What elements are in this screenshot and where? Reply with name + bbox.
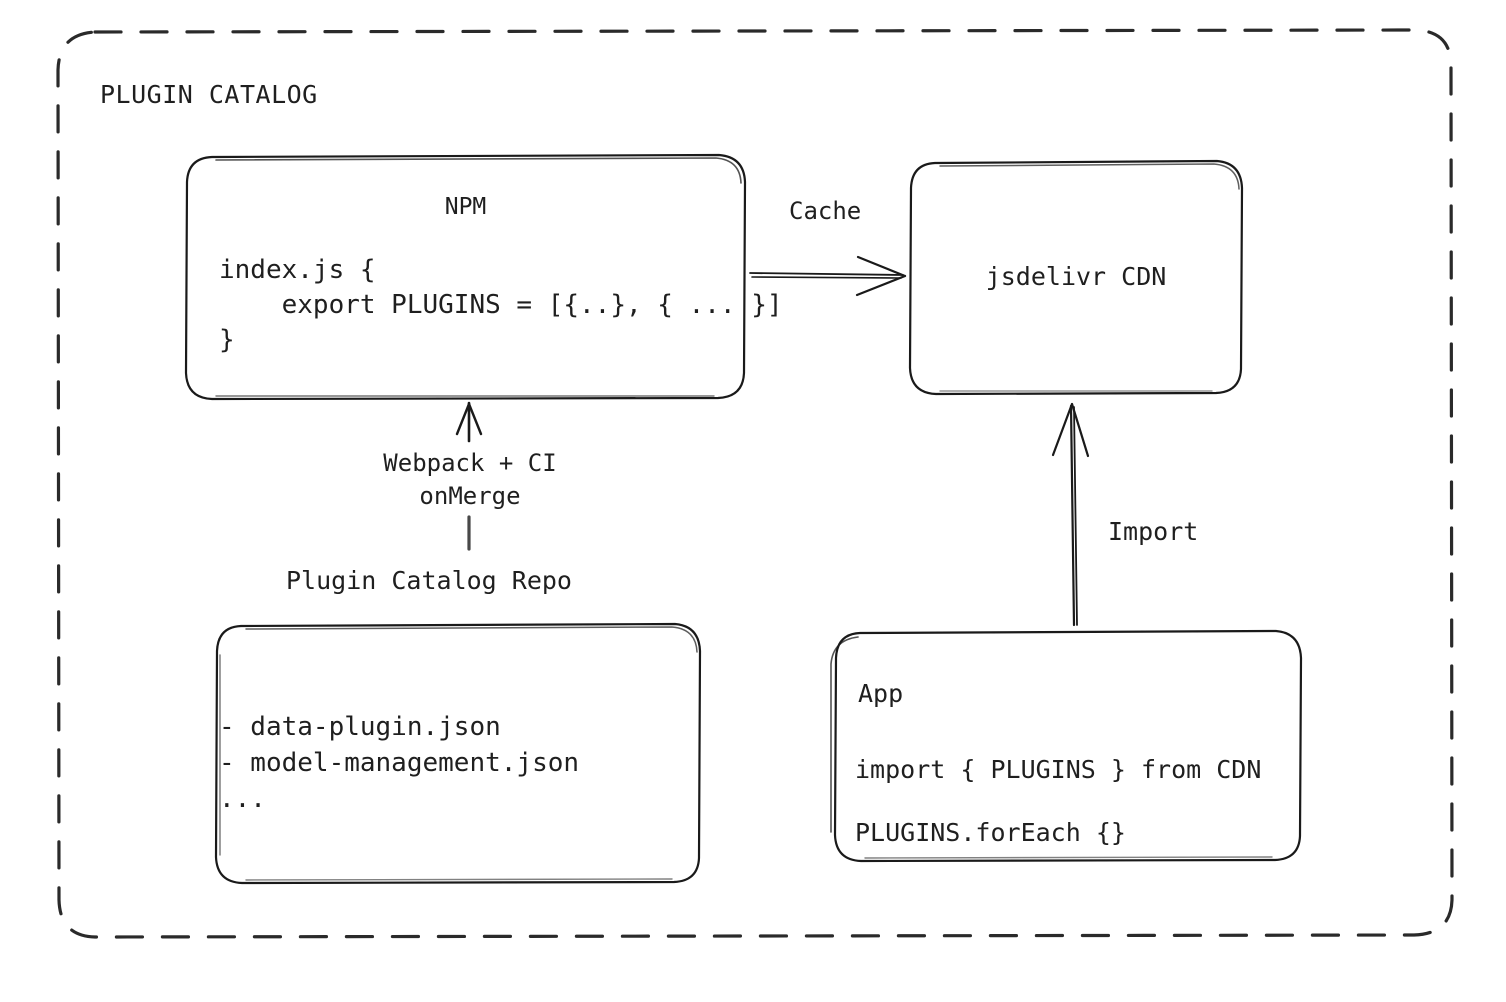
repo-file-line-2: - model-management.json (219, 748, 580, 778)
npm-node-title: NPM (444, 194, 487, 220)
cache-edge-label: Cache (789, 197, 862, 225)
webpack-edge-label: Webpack + CI onMerge (330, 447, 610, 513)
npm-code-line-2: export PLUGINS = [{..}, { ... }] (219, 290, 783, 320)
app-code-line-2: PLUGINS.forEach {} (855, 818, 1126, 847)
cdn-node-title: jsdelivr CDN (985, 262, 1167, 291)
repo-file-line-1: - data-plugin.json (219, 712, 501, 742)
npm-code-line-1: index.js { (219, 255, 376, 285)
catalog-container-title: PLUGIN CATALOG (100, 80, 318, 109)
webpack-edge-label-line-1: Webpack + CI (383, 449, 557, 477)
npm-code-line-3: } (219, 325, 235, 355)
repo-file-line-3: ... (219, 784, 266, 814)
repo-node-label: Plugin Catalog Repo (286, 566, 572, 595)
app-code-block: import { PLUGINS } from CDN PLUGINS.forEa… (855, 738, 1261, 864)
import-arrow (1051, 402, 1090, 627)
webpack-edge-label-line-2: onMerge (419, 482, 521, 510)
repo-file-list: - data-plugin.json - model-management.jso… (219, 709, 579, 817)
npm-code-block: index.js { export PLUGINS = [{..}, { ...… (219, 253, 783, 358)
app-code-line-1: import { PLUGINS } from CDN (855, 755, 1262, 784)
app-node-title: App (858, 679, 904, 708)
import-edge-label: Import (1108, 517, 1199, 546)
